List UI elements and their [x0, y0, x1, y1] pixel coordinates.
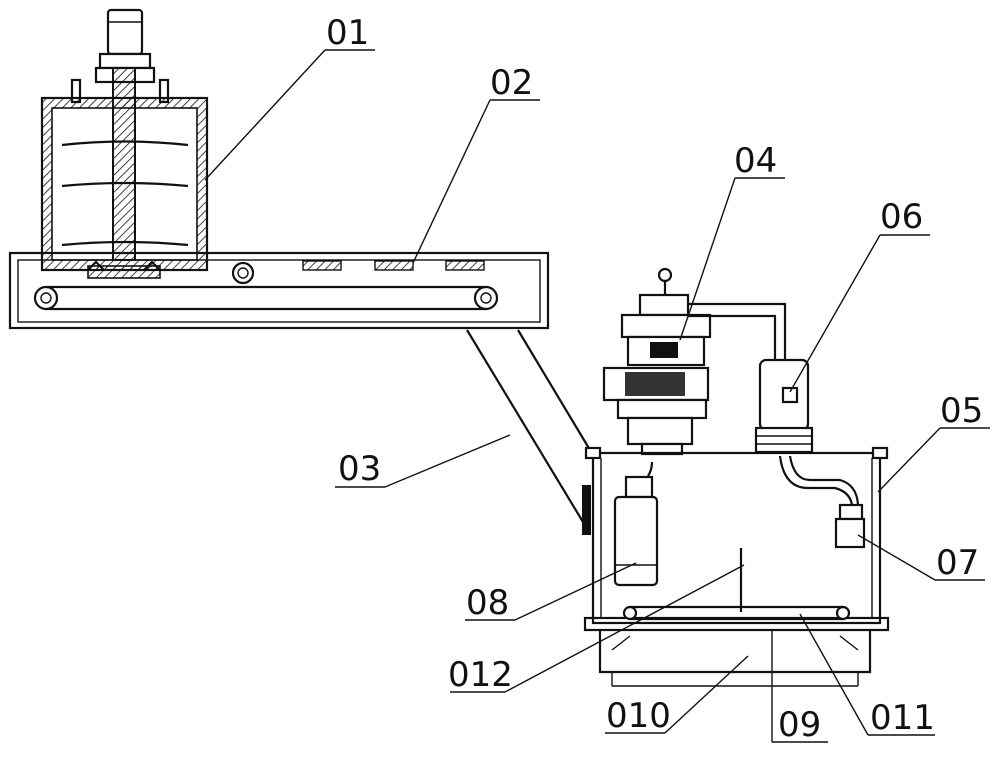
label-02: 02 — [490, 63, 533, 103]
support-legs — [466, 329, 594, 535]
conveyor — [8, 251, 550, 330]
pump-motor — [754, 358, 814, 454]
label-04: 04 — [734, 141, 777, 181]
label-03: 03 — [338, 449, 381, 489]
label-012: 012 — [448, 655, 513, 695]
label-08: 08 — [466, 583, 509, 623]
valve-stack — [602, 267, 787, 456]
label-09: 09 — [778, 705, 821, 745]
label-011: 011 — [870, 698, 935, 738]
agitator-shaft — [112, 67, 136, 261]
label-05: 05 — [940, 391, 983, 431]
label-010: 010 — [606, 696, 671, 736]
label-07: 07 — [936, 543, 979, 583]
leader-lines — [204, 49, 990, 743]
tank-motor — [106, 8, 144, 56]
label-01: 01 — [326, 13, 369, 53]
oil-tank — [583, 446, 890, 687]
label-06: 06 — [880, 197, 923, 237]
mixing-tank — [40, 8, 209, 279]
